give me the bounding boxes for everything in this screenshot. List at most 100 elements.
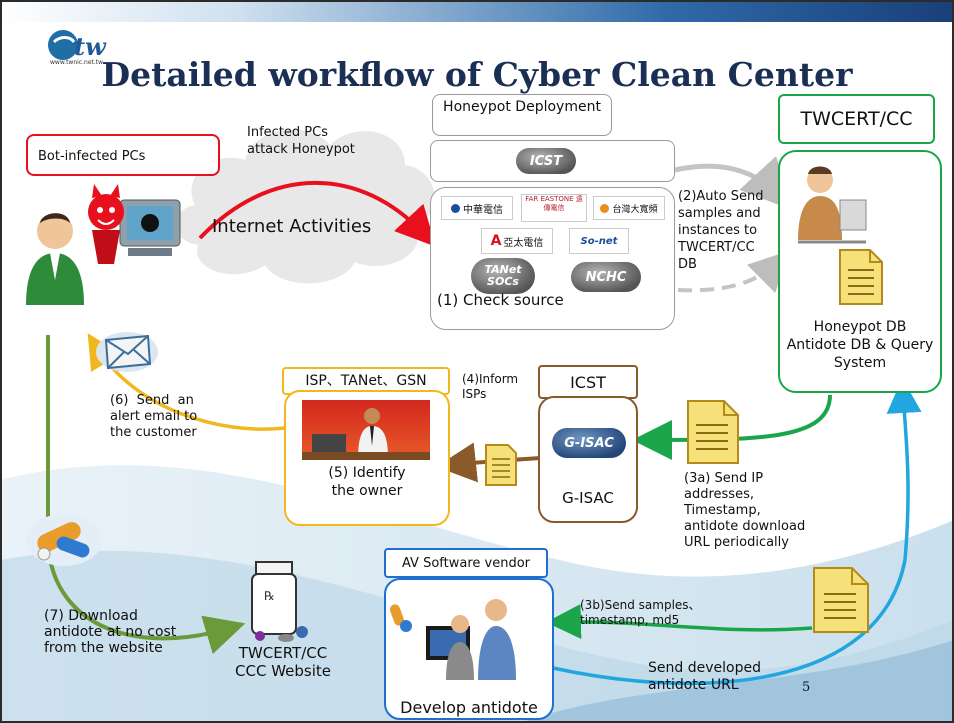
honeypot-db-label: Honeypot DB Antidote DB & Query System: [780, 318, 940, 372]
send-alert-label: (6) Send an alert email to the customer: [110, 393, 197, 441]
twcert-title: TWCERT/CC: [800, 108, 913, 130]
auto-send-line-1: (2)Auto Send: [678, 189, 764, 204]
auto-send-line-4: TWCERT/CC: [678, 240, 755, 255]
icst-top-box: ICST: [430, 140, 675, 182]
auto-send-arrow: [674, 155, 792, 210]
send-samples-label: (3b)Send samples、 timestamp, md5: [580, 598, 701, 628]
ccc-website-line-2: CCC Website: [235, 662, 331, 680]
user-icon: [20, 205, 90, 315]
send-ip-label: (3a) Send IP addresses, Timestamp, antid…: [684, 471, 805, 551]
twnic-logo-icon: tw: [48, 30, 107, 61]
svg-text:℞: ℞: [264, 589, 275, 603]
send-ip-line-5: URL periodically: [684, 535, 789, 550]
honeypot-db-document-icon: [838, 248, 884, 306]
logo-mark: tw: [74, 32, 107, 61]
ccc-website-label: TWCERT/CC CCC Website: [218, 644, 348, 680]
icst-box-title: ICST: [538, 365, 638, 399]
email-icon: [94, 330, 160, 374]
isp-logo-cht: 中華電信: [441, 196, 513, 220]
download-antidote-label: (7) Download antidote at no cost from th…: [44, 608, 176, 656]
office-worker-icon: [302, 400, 430, 460]
send-samples-line-1: (3b)Send samples、: [580, 598, 701, 612]
internet-activities-label: Internet Activities: [212, 216, 372, 237]
develop-antidote-label: Develop antidote: [400, 698, 538, 717]
inform-isps-line-2: ISPs: [462, 387, 487, 401]
bot-infected-box: Bot-infected PCs: [26, 134, 220, 176]
send-developed-line-2: antidote URL: [648, 677, 739, 693]
av-vendor-title: AV Software vendor: [401, 556, 530, 571]
auto-send-line-3: instances to: [678, 223, 758, 238]
identify-owner-line-1: (5) Identify: [328, 465, 406, 481]
send-developed-label: Send developed antidote URL: [648, 660, 761, 694]
twm-label: 台灣大寬頻: [612, 204, 658, 215]
gisac-label: G-ISAC: [562, 489, 614, 507]
top-banner: [0, 0, 954, 22]
send-samples-arrow: [546, 604, 813, 640]
auto-send-line-2: samples and: [678, 206, 761, 221]
ccc-website-line-1: TWCERT/CC: [238, 644, 328, 662]
cht-icon: [451, 203, 460, 213]
send-samples-line-2: timestamp, md5: [580, 613, 680, 627]
ip-list-document-icon: [686, 399, 740, 465]
honeypot-sources-box: 中華電信 FAR EASTONE 遠傳電信 台灣大寬頻 A 亞太電信 So-ne…: [430, 187, 675, 330]
download-line-1: (7) Download: [44, 608, 138, 624]
check-source-label: (1) Check source: [437, 291, 564, 309]
download-line-2: antidote at no cost: [44, 624, 177, 640]
isp-logo-aptg: A 亞太電信: [481, 228, 553, 254]
download-line-3: from the website: [44, 640, 163, 656]
send-alert-line-1: (6) Send an: [110, 393, 194, 408]
tanet-socs-badge: TANet SOCs: [471, 258, 535, 294]
page-number: 5: [802, 680, 811, 695]
icst-title: ICST: [570, 373, 606, 392]
send-developed-line-1: Send developed: [648, 660, 761, 676]
aptg-label: 亞太電信: [503, 237, 544, 249]
send-url-arrow: [552, 378, 922, 686]
auto-send-line-5: DB: [678, 257, 697, 272]
cht-label: 中華電信: [463, 204, 503, 216]
attack-arrow: [198, 180, 436, 247]
send-ip-line-3: Timestamp,: [684, 503, 761, 518]
icst-top-badge: ICST: [516, 148, 576, 174]
twm-icon: [600, 203, 610, 213]
devil-computer-icon: [80, 178, 190, 268]
honeypot-db-line-3: System: [833, 355, 887, 371]
medicine-pills-icon: [22, 510, 104, 570]
report-document-icon: [484, 443, 518, 487]
internet-cloud: [175, 129, 435, 284]
vendor-pills-icon: [388, 600, 414, 634]
developers-icon: [416, 592, 526, 682]
inform-isps-label: (4)Inform ISPs: [462, 372, 518, 402]
twcert-db-box: Honeypot DB Antidote DB & Query System: [778, 150, 942, 393]
infected-attack-label-2: attack Honeypot: [247, 142, 355, 157]
logo-url: www.twnic.net.tw: [50, 59, 104, 66]
gisac-badge: G-ISAC: [552, 428, 626, 458]
identify-owner-box: (5) Identify the owner: [284, 390, 450, 526]
samples-document-icon: [812, 566, 870, 634]
page-title: Detailed workflow of Cyber Clean Center: [101, 55, 853, 94]
honeypot-db-line-1: Honeypot DB: [813, 319, 907, 335]
honeypot-title-text: Honeypot Deployment: [443, 99, 601, 115]
isp-title: ISP、TANet、GSN: [305, 373, 427, 389]
isp-logo-fet: FAR EASTONE 遠傳電信: [521, 194, 587, 222]
honeypot-db-line-2: Antidote DB & Query: [786, 337, 934, 353]
pill-bottle-icon: ℞: [240, 560, 322, 644]
identify-owner-line-2: the owner: [331, 483, 403, 499]
nchc-badge: NCHC: [571, 262, 641, 292]
bot-infected-label: Bot-infected PCs: [38, 149, 146, 164]
send-ip-line-1: (3a) Send IP: [684, 471, 764, 486]
isp-logo-twm: 台灣大寬頻: [593, 196, 665, 220]
develop-antidote-box: Develop antidote: [384, 578, 554, 720]
inform-isps-line-1: (4)Inform: [462, 372, 519, 386]
send-ip-line-2: addresses,: [684, 487, 754, 502]
gisac-box: G-ISAC G-ISAC: [538, 396, 638, 523]
analyst-icon: [798, 166, 867, 244]
send-alert-line-2: alert email to: [110, 409, 198, 424]
aptg-icon: A: [490, 233, 502, 249]
twcert-title-box: TWCERT/CC: [778, 94, 935, 144]
honeypot-deployment-title: Honeypot Deployment: [432, 94, 612, 136]
isp-logo-sonet: So-net: [569, 228, 629, 254]
auto-send-label: (2)Auto Send samples and instances to TW…: [678, 188, 763, 273]
identify-owner-label: (5) Identify the owner: [286, 464, 448, 500]
infected-attack-label-1: Infected PCs: [247, 125, 328, 140]
send-alert-line-3: the customer: [110, 425, 197, 440]
